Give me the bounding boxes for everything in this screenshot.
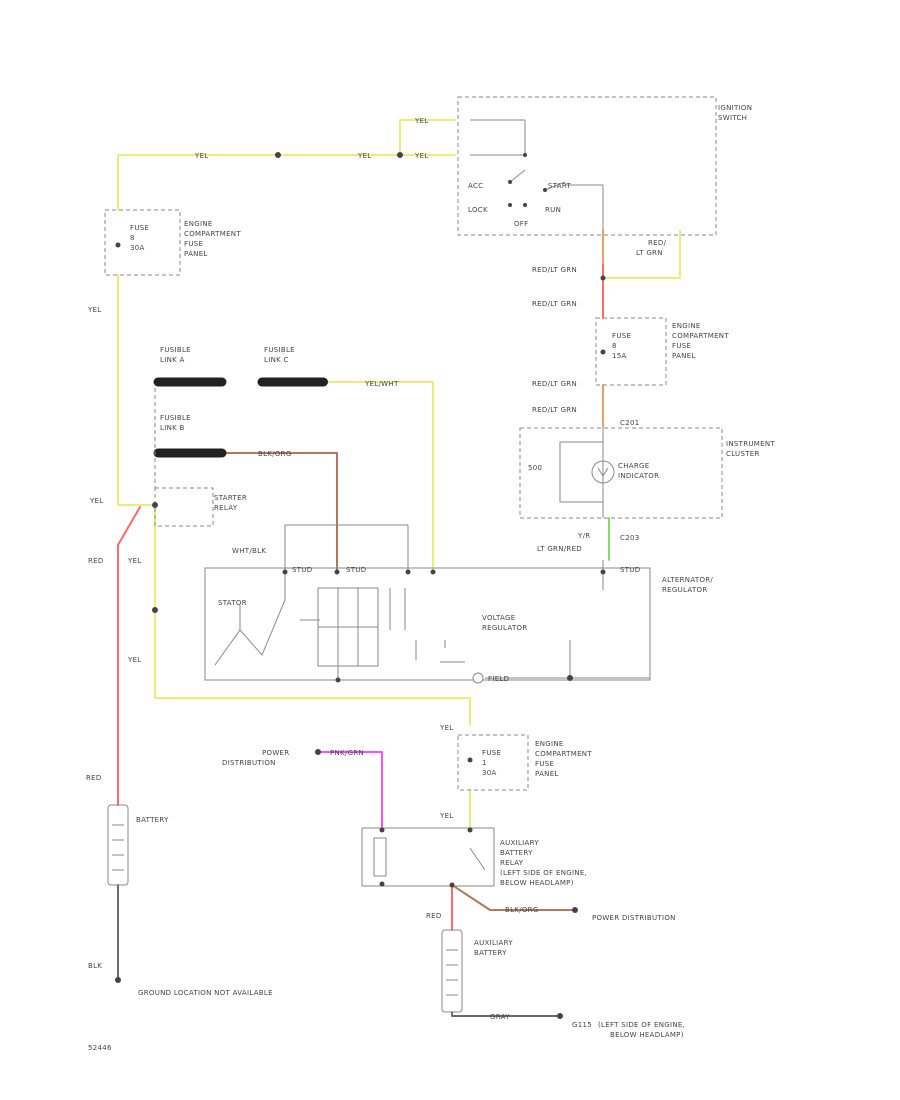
yel-label-2: YEL — [194, 152, 209, 160]
fuse-panel-right-box — [595, 317, 667, 386]
alternator-regulator-label: ALTERNATOR/REGULATOR — [662, 576, 713, 594]
aux-battery-symbol — [441, 929, 463, 1013]
power-distribution-right-label: POWER DISTRIBUTION — [592, 914, 676, 922]
stud-label-3: STUD — [620, 566, 640, 574]
red-lt-grn-label-3: RED/LT GRN — [532, 380, 577, 388]
yel-mid-label: YEL — [127, 557, 142, 565]
aux-relay-box — [361, 827, 495, 887]
blk-org-low-label: BLK/ORG — [505, 906, 539, 914]
wire-yel-wht — [324, 381, 434, 573]
wire-pink — [317, 751, 383, 831]
wire-yel-lower — [154, 504, 471, 726]
off-label: OFF — [514, 220, 528, 228]
wht-blk-label: WHT/BLK — [232, 547, 266, 555]
yel-starter-label: YEL — [89, 497, 104, 505]
ignition-switch-box — [457, 96, 717, 236]
yel-aux-label: YEL — [439, 812, 454, 820]
red-lt-grn-label-4: RED/LT GRN — [532, 406, 577, 414]
red-lt-grn-label-1: RED/LT GRN — [532, 266, 577, 274]
red-battery-label: RED — [86, 774, 102, 782]
stud-label-2: STUD — [346, 566, 366, 574]
g115-label: G115(LEFT SIDE OF ENGINE,BELOW HEADLAMP) — [572, 1021, 685, 1039]
wire-red-lt-grn-tail — [602, 229, 681, 279]
fusible-links — [153, 377, 330, 488]
wire-yel-top — [117, 154, 456, 211]
batteries — [107, 804, 463, 1013]
fuse-panel-low-box — [457, 734, 529, 791]
pnk-grn-label: PNK/GRN — [330, 749, 364, 757]
blk-label: BLK — [88, 962, 102, 970]
wires — [117, 119, 681, 1017]
lock-label: LOCK — [468, 206, 488, 214]
red-side-label: RED — [88, 557, 104, 565]
gray-label: GRAY — [490, 1013, 510, 1021]
splices — [115, 152, 606, 1019]
footer-code: 52446 — [88, 1044, 112, 1052]
alternator-internals — [214, 524, 650, 684]
ignition-contacts — [470, 119, 604, 230]
yel-label-4: YEL — [414, 152, 429, 160]
battery-label: BATTERY — [136, 816, 169, 824]
starter-relay-box — [154, 487, 214, 527]
yel-wht-label: YEL/WHT — [364, 380, 399, 388]
acc-label: ACC — [468, 182, 483, 190]
red-lt-grn-label-2: RED/LT GRN — [532, 300, 577, 308]
c203-label: C203 — [620, 534, 639, 542]
field-label: FIELD — [488, 675, 509, 683]
wire-blk-org — [221, 452, 338, 573]
wire-red-battery — [117, 506, 141, 806]
blk-org-label: BLK/ORG — [258, 450, 292, 458]
stud-label-1: STUD — [292, 566, 312, 574]
c201-label: C201 — [620, 419, 639, 427]
battery-symbol — [107, 804, 129, 886]
start-label: START — [548, 182, 572, 190]
yel-fuse1-label: YEL — [439, 724, 454, 732]
stator-label: STATOR — [218, 599, 247, 607]
charge-indicator-lamp — [559, 425, 615, 518]
yel-lower-label: YEL — [127, 656, 142, 664]
aux-relay-internals — [373, 827, 486, 888]
wire-yel-left-vertical — [117, 274, 156, 506]
red-aux-label: RED — [426, 912, 442, 920]
component-outlines — [104, 96, 723, 887]
ground-na-label: GROUND LOCATION NOT AVAILABLE — [138, 989, 273, 997]
res-label: 500 — [528, 464, 542, 472]
yel-side-label: YEL — [87, 306, 102, 314]
wire-yel-acc — [399, 119, 456, 156]
run-label: RUN — [545, 206, 561, 214]
yel-label-1: YEL — [414, 117, 429, 125]
fuse-panel-left-box — [104, 209, 181, 276]
wire-gray-g115 — [451, 1011, 561, 1017]
yel-label-3: YEL — [357, 152, 372, 160]
alternator-box — [204, 567, 651, 681]
wire-brown-pd — [451, 884, 576, 911]
instrument-cluster-box — [519, 427, 723, 519]
red-lt-grn-tag: RED/LT GRN — [636, 239, 667, 257]
